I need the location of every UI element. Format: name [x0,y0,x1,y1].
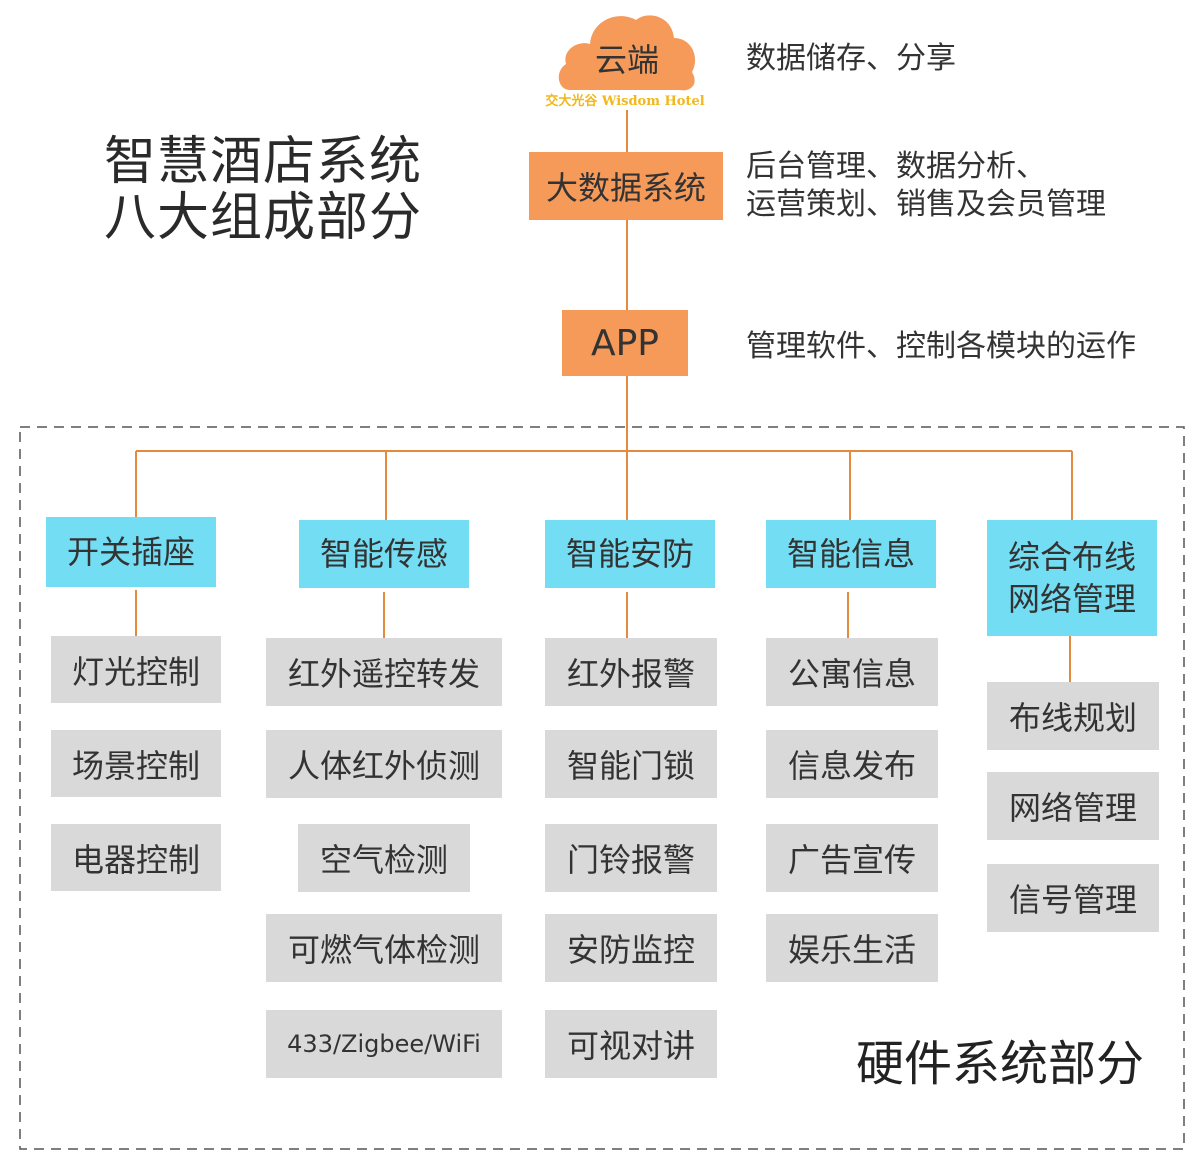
item-cabling-planning: 布线规划 [987,682,1159,750]
brand-logo-text: 交大光谷 Wisdom Hotel [545,94,705,109]
item-entertainment: 娱乐生活 [766,914,938,982]
bigdata-description-line-1: 后台管理、数据分析、 [746,149,1046,184]
item-gas-detection: 可燃气体检测 [266,914,502,982]
cloud-description-text: 数据储存、分享 [746,41,956,76]
item-info-publishing: 信息发布 [766,730,938,798]
item-wireless-protocols: 433/Zigbee/WiFi [266,1010,502,1078]
item-network-management: 网络管理 [987,772,1159,840]
item-ir-alarm: 红外报警 [545,638,717,706]
item-lighting-control: 灯光控制 [51,636,221,703]
cloud-description: 数据储存、分享 [746,40,956,78]
diagram-title: 智慧酒店系统 八大组成部分 [104,134,434,246]
category-cabling-network: 综合布线 网络管理 [987,520,1157,636]
item-signal-management: 信号管理 [987,864,1159,932]
app-description: 管理软件、控制各模块的运作 [746,328,1136,366]
category-smart-security: 智能安防 [545,520,715,588]
item-appliance-control: 电器控制 [51,824,221,891]
title-line-1: 智慧酒店系统 [104,132,423,192]
cloud-node: 云端 [556,10,698,94]
hardware-dashed-frame [19,426,1185,1150]
app-description-text: 管理软件、控制各模块的运作 [746,329,1136,364]
app-node: APP [562,310,688,376]
title-line-2: 八大组成部分 [104,188,423,248]
item-ir-remote-relay: 红外遥控转发 [266,638,502,706]
item-security-monitoring: 安防监控 [545,914,717,982]
bigdata-system-node: 大数据系统 [529,152,723,220]
category-cabling-network-line-2: 网络管理 [1007,580,1136,618]
item-human-ir-detection: 人体红外侦测 [266,730,502,798]
cloud-label: 云端 [594,41,659,79]
category-smart-info: 智能信息 [766,520,936,588]
category-smart-sensing: 智能传感 [299,520,469,588]
category-switch-socket: 开关插座 [46,517,216,587]
item-advertising: 广告宣传 [766,824,938,892]
item-scene-control: 场景控制 [51,730,221,797]
item-air-detection: 空气检测 [298,824,470,892]
item-doorbell-alarm: 门铃报警 [545,824,717,892]
item-smart-lock: 智能门锁 [545,730,717,798]
bigdata-description: 后台管理、数据分析、 运营策划、销售及会员管理 [746,148,1106,224]
cloud-icon [558,15,696,91]
item-apartment-info: 公寓信息 [766,638,938,706]
bigdata-description-line-2: 运营策划、销售及会员管理 [746,187,1106,222]
item-video-intercom: 可视对讲 [545,1010,717,1078]
category-cabling-network-line-1: 综合布线 [1007,538,1136,576]
hardware-section-label: 硬件系统部分 [856,1036,1145,1092]
